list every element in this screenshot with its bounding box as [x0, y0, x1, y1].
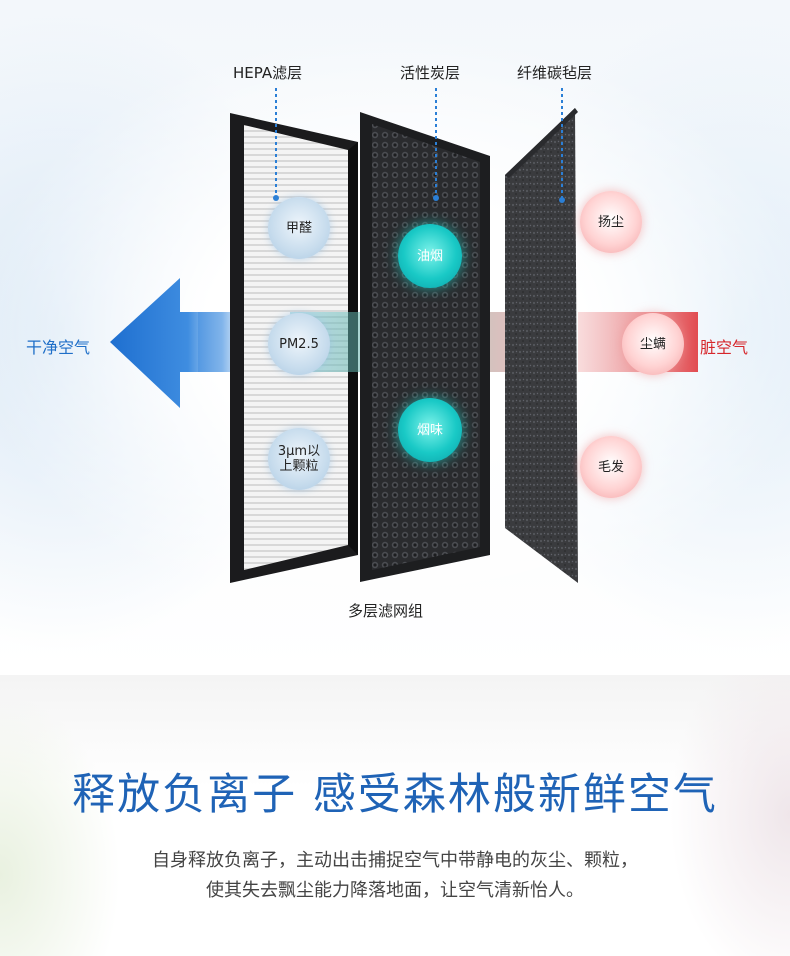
hepa-layer-label: HEPA滤层	[233, 64, 303, 82]
headline: 释放负离子 感受森林般新鲜空气	[72, 770, 718, 820]
bubble-cooking-fumes: 油烟	[398, 224, 462, 288]
dirty-air-label: 脏空气	[700, 338, 749, 357]
clean-air-label: 干净空气	[26, 338, 91, 357]
description-line-2: 使其失去飘尘能力降落地面，让空气清新怡人。	[206, 880, 584, 901]
description-line-1: 自身释放负离子，主动出击捕捉空气中带静电的灰尘、颗粒，	[152, 850, 638, 871]
fiber-layer-label: 纤维碳毡层	[517, 64, 593, 82]
clean-air-arrow	[110, 278, 240, 408]
carbon-felt-panel	[505, 108, 578, 583]
bubble-particles: 3μm以 上颗粒	[268, 428, 330, 490]
label-pointer-lines	[275, 88, 563, 198]
activated-carbon-panel	[360, 112, 490, 582]
bubble-smoke-odor: 烟味	[398, 398, 462, 462]
filter-group-label: 多层滤网组	[348, 602, 424, 620]
bubble-pm25: PM2.5	[268, 313, 330, 375]
carbon-layer-label: 活性炭层	[400, 64, 461, 82]
bubble-dust-mites: 尘螨	[622, 313, 684, 375]
bubble-formaldehyde: 甲醛	[268, 197, 330, 259]
bubble-hair: 毛发	[580, 436, 642, 498]
negative-ion-section-background	[0, 675, 790, 956]
bubble-dust: 扬尘	[580, 191, 642, 253]
